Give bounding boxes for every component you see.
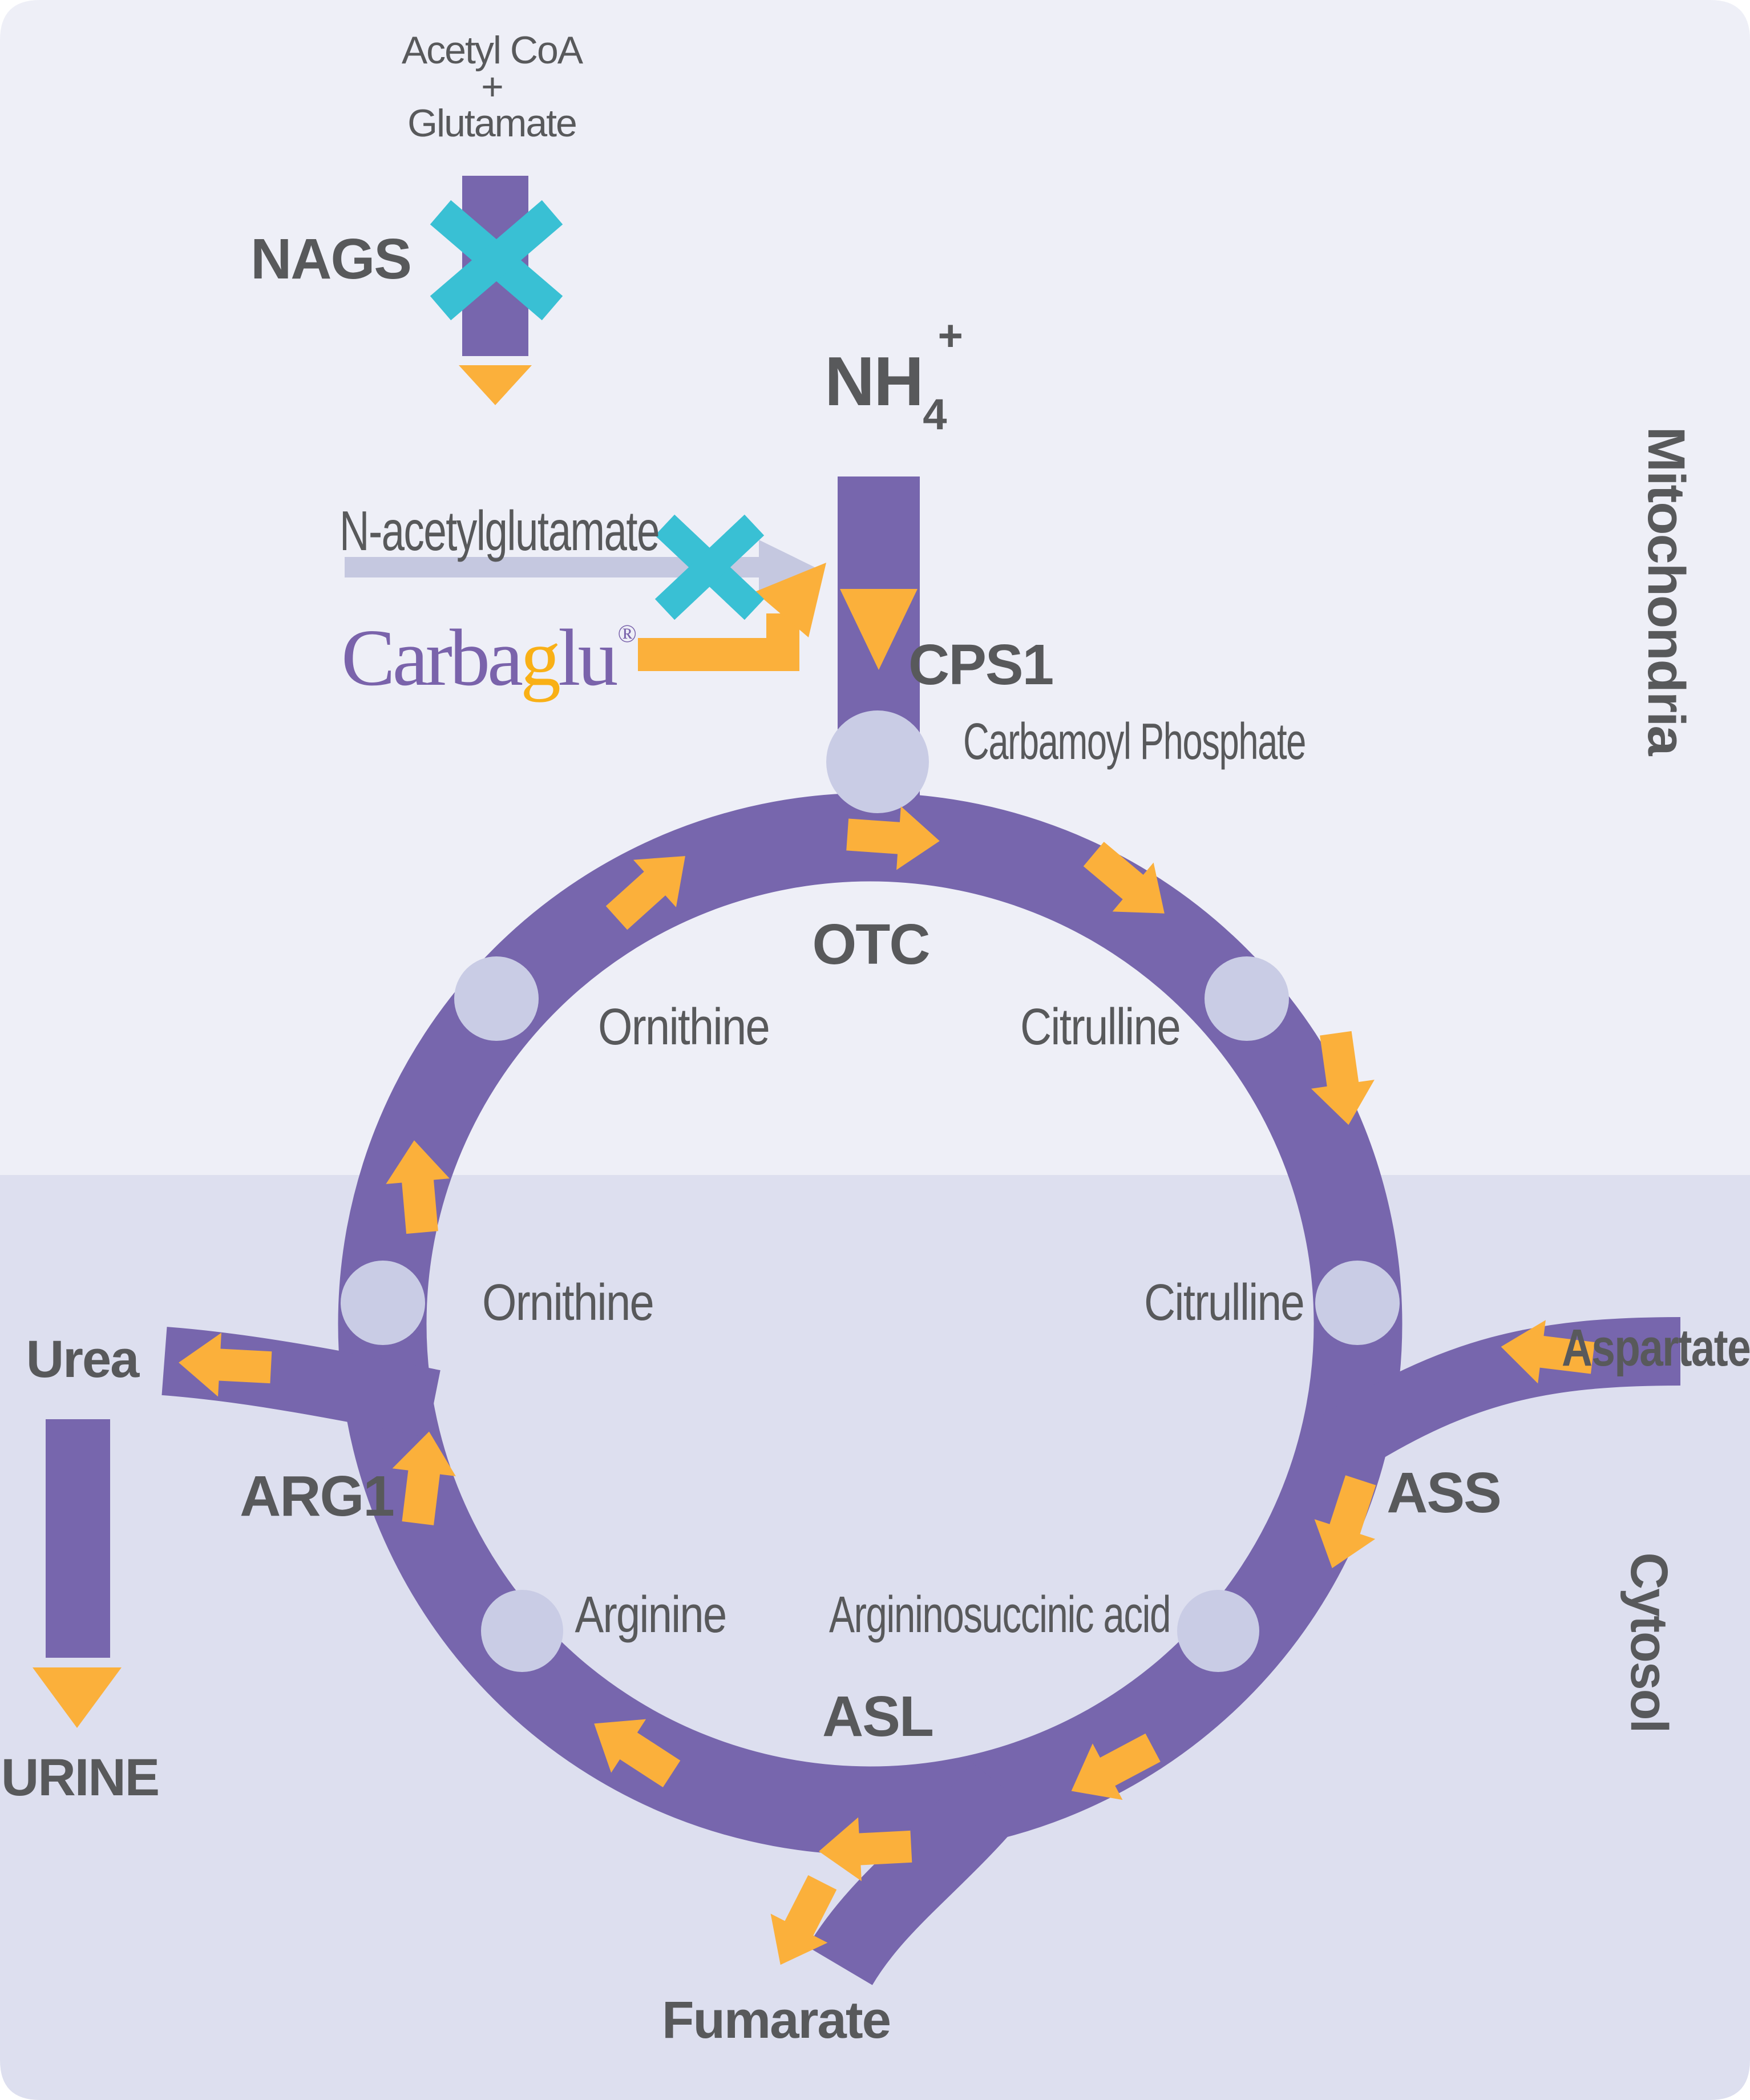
enzyme-cps1: CPS1 bbox=[908, 633, 1053, 697]
arginine-label: Arginine bbox=[575, 1586, 726, 1643]
metabolite-nodes bbox=[341, 710, 1400, 1672]
ammonia-label: NH4+ bbox=[825, 312, 962, 439]
node-ornithine-cytosol bbox=[341, 1261, 425, 1345]
fumarate-label: Fumarate bbox=[662, 1991, 890, 2049]
substrate-plus: + bbox=[481, 65, 503, 108]
blocked-pathway-arrow bbox=[345, 540, 815, 595]
node-citrulline-cytosol bbox=[1315, 1261, 1400, 1345]
node-citrulline-mitochondria bbox=[1205, 956, 1289, 1041]
enzyme-asl: ASL bbox=[822, 1685, 933, 1748]
urine-arrowhead-icon bbox=[33, 1667, 122, 1728]
carbamoyl-phosphate-label: Carbamoyl Phosphate bbox=[963, 713, 1306, 770]
cps1-arrowhead-icon bbox=[840, 589, 918, 670]
urea-label: Urea bbox=[26, 1330, 140, 1388]
urine-label: URINE bbox=[1, 1748, 159, 1807]
enzyme-nags: NAGS bbox=[250, 227, 411, 291]
fumarate-branch bbox=[807, 1762, 1031, 1986]
argininosuccinic-acid-label: Argininosuccinic acid bbox=[829, 1586, 1170, 1643]
carbaglu-rescue-arrow bbox=[638, 563, 826, 671]
region-label-cytosol: Cytosol bbox=[1620, 1553, 1678, 1732]
cps1-block-x-icon bbox=[654, 514, 765, 620]
enzyme-otc: OTC bbox=[812, 912, 929, 976]
ornithine-mitochondria-label: Ornithine bbox=[598, 999, 769, 1056]
enzyme-ass: ASS bbox=[1387, 1461, 1501, 1525]
node-argininosuccinic-acid bbox=[1177, 1590, 1259, 1672]
node-carbamoyl-phosphate bbox=[826, 710, 929, 813]
substrate-glutamate: Glutamate bbox=[407, 102, 576, 145]
region-label-mitochondria: Mitochondria bbox=[1637, 427, 1695, 757]
aspartate-label: Aspartate bbox=[1562, 1319, 1750, 1377]
nags-block-x-icon bbox=[430, 200, 563, 321]
node-arginine bbox=[481, 1590, 563, 1672]
nags-arrowhead-icon bbox=[459, 365, 532, 405]
citrulline-cytosol-label: Citrulline bbox=[1144, 1274, 1304, 1331]
carbaglu-logo: Carbaglu® bbox=[341, 612, 636, 702]
substrate-acetyl-coa: Acetyl CoA bbox=[402, 29, 584, 72]
ornithine-cytosol-label: Ornithine bbox=[482, 1274, 653, 1331]
n-acetylglutamate-label: N-acetylglutamate bbox=[340, 499, 659, 562]
aspartate-branch bbox=[1313, 1317, 1681, 1479]
node-ornithine-mitochondria bbox=[454, 956, 539, 1041]
citrulline-mitochondria-label: Citrulline bbox=[1020, 999, 1180, 1056]
enzyme-arg1: ARG1 bbox=[240, 1464, 394, 1528]
urea-to-urine-bar bbox=[46, 1419, 110, 1658]
